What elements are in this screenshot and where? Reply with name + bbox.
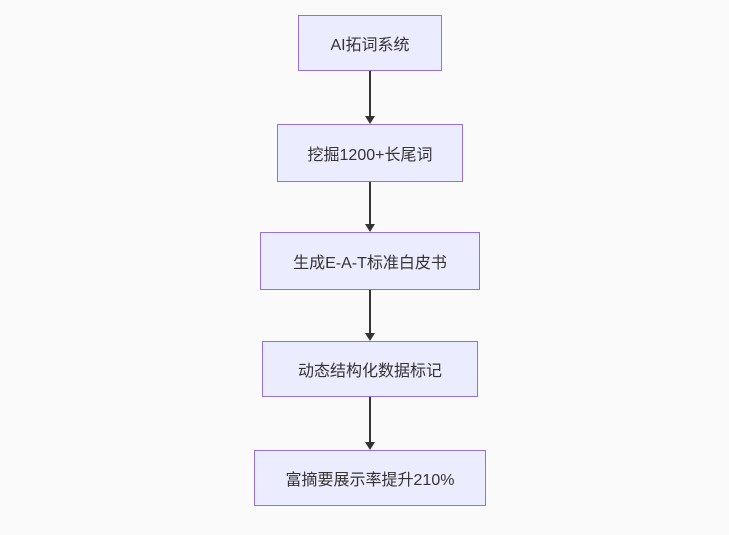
flow-edge-arrow bbox=[365, 290, 375, 341]
flow-node-label: 富摘要展示率提升210% bbox=[285, 472, 455, 489]
arrow-shaft bbox=[369, 397, 371, 442]
flow-node-ai-keyword-system: AI拓词系统 bbox=[298, 15, 442, 71]
flow-node-rich-snippet-result: 富摘要展示率提升210% bbox=[254, 450, 486, 506]
arrow-shaft bbox=[369, 182, 371, 224]
flow-node-label: 生成E-A-T标准白皮书 bbox=[293, 255, 447, 272]
flow-edge-arrow bbox=[365, 182, 375, 232]
arrow-shaft bbox=[369, 290, 371, 333]
flow-node-label: 动态结构化数据标记 bbox=[297, 363, 442, 380]
flow-node-eat-whitepaper: 生成E-A-T标准白皮书 bbox=[260, 232, 480, 290]
arrow-head-icon bbox=[365, 224, 375, 232]
arrow-shaft bbox=[369, 71, 371, 116]
flow-node-label: 挖掘1200+长尾词 bbox=[307, 147, 433, 164]
arrow-head-icon bbox=[365, 442, 375, 450]
flow-edge-arrow bbox=[365, 71, 375, 124]
flow-node-longtail-mining: 挖掘1200+长尾词 bbox=[277, 124, 463, 182]
flow-edge-arrow bbox=[365, 397, 375, 450]
flow-node-structured-data: 动态结构化数据标记 bbox=[262, 341, 478, 397]
arrow-head-icon bbox=[365, 333, 375, 341]
arrow-head-icon bbox=[365, 116, 375, 124]
flow-node-label: AI拓词系统 bbox=[330, 37, 410, 54]
